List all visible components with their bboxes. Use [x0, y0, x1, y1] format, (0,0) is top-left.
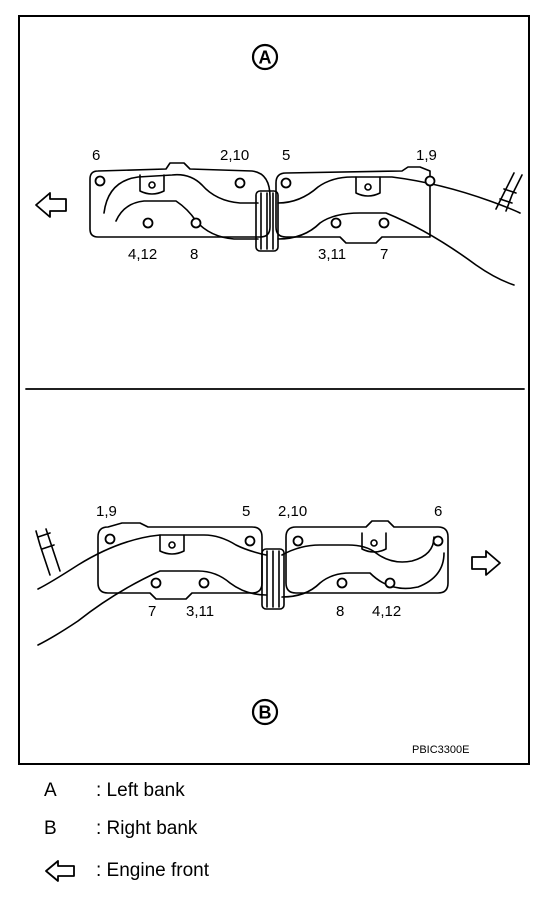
view-b-right-bank: [35, 520, 501, 726]
view-b-marker: [251, 698, 279, 726]
runner-pipe-a-left-upper: [103, 173, 259, 214]
exhaust-manifold-diagram: A B 6 2,10 5 1,9 4,12 8 3,11 7 1,9 5 2,1…: [25, 43, 525, 756]
manifold-flange-left-b: [97, 522, 263, 600]
diagram-frame: A B 6 2,10 5 1,9 4,12 8 3,11 7 1,9 5 2,1…: [18, 15, 530, 765]
bolt-b-6: [432, 535, 444, 547]
figure-code: PBIC3300E: [412, 744, 469, 756]
bolt-a-4-12: [142, 217, 154, 229]
label-b-3-11: 3,11: [186, 603, 214, 620]
bracket-b-right: [361, 532, 387, 553]
runner-pipe-b-right-upper: [281, 536, 435, 563]
arrow-left-icon: [35, 192, 67, 218]
label-b-5: 5: [242, 503, 250, 520]
bolt-a-5: [280, 177, 292, 189]
legend-key-a: A: [44, 780, 57, 801]
pipe-collar-b: [261, 548, 285, 610]
label-a-1-9: 1,9: [416, 147, 437, 164]
label-a-8: 8: [190, 246, 198, 263]
bolt-a-1-9: [424, 175, 436, 187]
runner-pipe-a-right-upper: [277, 176, 521, 214]
legend-key-b: B: [44, 818, 57, 839]
label-a-2-10: 2,10: [220, 147, 249, 164]
pipe-collar-a: [255, 190, 279, 252]
legend-desc-b: : Right bank: [96, 818, 198, 839]
label-a-3-11: 3,11: [318, 246, 346, 263]
bolt-a-7: [378, 217, 390, 229]
label-b-2-10: 2,10: [278, 503, 307, 520]
label-b-4-12: 4,12: [372, 603, 401, 620]
bolt-b-7: [150, 577, 162, 589]
runner-pipe-a-right-lower: [277, 212, 515, 286]
label-b-7: 7: [148, 603, 156, 620]
runner-pipe-b-right-lower: [281, 552, 445, 598]
bolt-b-2-10: [292, 535, 304, 547]
legend-key-arrow: [44, 858, 84, 892]
view-b-letter: B: [259, 703, 272, 723]
bolt-b-5: [244, 535, 256, 547]
bolt-b-1-9: [104, 533, 116, 545]
bolt-a-3-11: [330, 217, 342, 229]
label-a-5: 5: [282, 147, 290, 164]
bracket-a-left: [139, 174, 165, 195]
label-b-8: 8: [336, 603, 344, 620]
bolt-b-8: [336, 577, 348, 589]
bracket-a-right: [355, 176, 381, 197]
label-b-1-9: 1,9: [96, 503, 117, 520]
label-b-6: 6: [434, 503, 442, 520]
label-a-7: 7: [380, 246, 388, 263]
bolt-a-2-10: [234, 177, 246, 189]
bolt-b-3-11: [198, 577, 210, 589]
label-a-4-12: 4,12: [128, 246, 157, 263]
runner-pipe-b-left-lower: [37, 570, 267, 646]
view-a-left-bank: [35, 43, 523, 286]
bolt-a-8: [190, 217, 202, 229]
legend-desc-a: : Left bank: [96, 780, 185, 801]
bolt-a-6: [94, 175, 106, 187]
arrow-left-icon: [45, 860, 75, 882]
view-a-letter: A: [259, 48, 272, 68]
legend-desc-engine-front: : Engine front: [96, 860, 210, 881]
manifold-flange-right-b: [285, 520, 449, 594]
oxygen-sensor-b: [35, 528, 61, 576]
manifold-flange-left-a: [89, 162, 271, 238]
label-a-6: 6: [92, 147, 100, 164]
bracket-b-left: [159, 534, 185, 555]
runner-pipe-a-left-lower: [115, 200, 259, 240]
oxygen-sensor-a: [495, 172, 523, 212]
view-a-marker: [251, 43, 279, 71]
bolt-b-4-12: [384, 577, 396, 589]
arrow-right-icon: [471, 550, 501, 576]
